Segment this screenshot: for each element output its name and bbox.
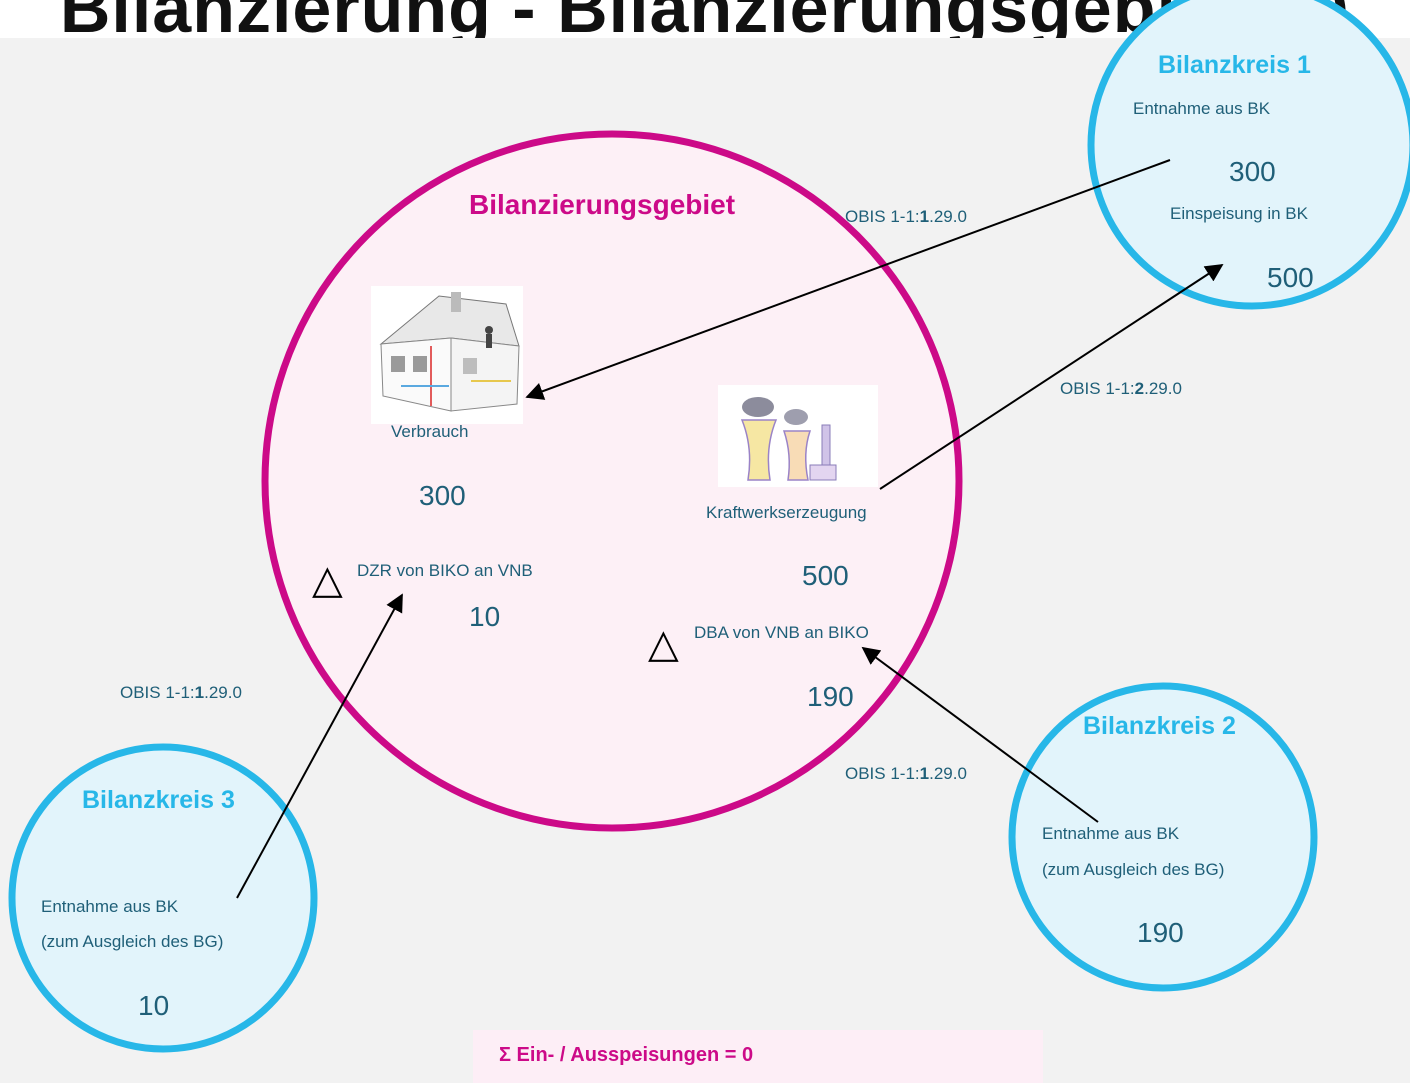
bilanzkreis-2-circle xyxy=(1008,682,1318,992)
obis-label-bk1-feedin: OBIS 1-1:2.29.0 xyxy=(1060,379,1182,398)
sum-box: Σ Ein- / Ausspeisungen = 0 xyxy=(473,1030,1043,1083)
bk3-note: (zum Ausgleich des BG) xyxy=(41,932,224,951)
kraftwerkserzeugung-value: 500 xyxy=(802,560,849,591)
sum-equation: Σ Ein- / Ausspeisungen = 0 xyxy=(499,1044,754,1066)
bk2-withdrawal-label: Entnahme aus BK xyxy=(1042,824,1180,843)
power-plant-image xyxy=(718,385,878,487)
verbrauch-value: 300 xyxy=(419,480,466,511)
bk1-withdrawal-value: 300 xyxy=(1229,156,1276,187)
arrow-bk3-to-dzr xyxy=(236,593,403,899)
arrow-kraftwerk-to-bk1 xyxy=(879,264,1224,490)
obis-label-bk2: OBIS 1-1:1.29.0 xyxy=(845,764,967,783)
arrow-bk1-to-verbrauch xyxy=(525,159,1171,400)
bilanzkreis-3-circle xyxy=(8,743,318,1053)
obis-label-bk1-withdrawal: OBIS 1-1:1.29.0 xyxy=(845,207,967,226)
bk2-note: (zum Ausgleich des BG) xyxy=(1042,860,1225,879)
dzr-label: DZR von BIKO an VNB xyxy=(357,561,533,580)
bk1-withdrawal-label: Entnahme aus BK xyxy=(1133,99,1271,118)
bilanzkreis-3-title: Bilanzkreis 3 xyxy=(82,786,235,814)
verbrauch-label: Verbrauch xyxy=(391,422,469,441)
house-image xyxy=(371,286,523,424)
obis-label-bk3: OBIS 1-1:1.29.0 xyxy=(120,683,242,702)
bk3-withdrawal-label: Entnahme aus BK xyxy=(41,897,179,916)
bk1-feedin-label: Einspeisung in BK xyxy=(1170,204,1308,223)
bilanzkreis-1-circle xyxy=(1087,0,1410,310)
dba-label: DBA von VNB an BIKO xyxy=(694,623,869,642)
delta-icon: △ xyxy=(648,622,679,666)
delta-icon: △ xyxy=(312,558,343,602)
bk2-value: 190 xyxy=(1137,917,1184,948)
bk1-feedin-value: 500 xyxy=(1267,262,1314,293)
bilanzierungsgebiet-title: Bilanzierungsgebiet xyxy=(469,189,736,220)
bilanzkreis-2-title: Bilanzkreis 2 xyxy=(1083,712,1236,740)
arrow-bk2-to-dba xyxy=(861,646,1099,823)
bilanzkreis-1-title: Bilanzkreis 1 xyxy=(1158,51,1311,79)
kraftwerkserzeugung-label: Kraftwerkserzeugung xyxy=(706,503,867,522)
dba-value: 190 xyxy=(807,681,854,712)
dzr-value: 10 xyxy=(469,601,501,632)
bk3-value: 10 xyxy=(138,990,170,1021)
